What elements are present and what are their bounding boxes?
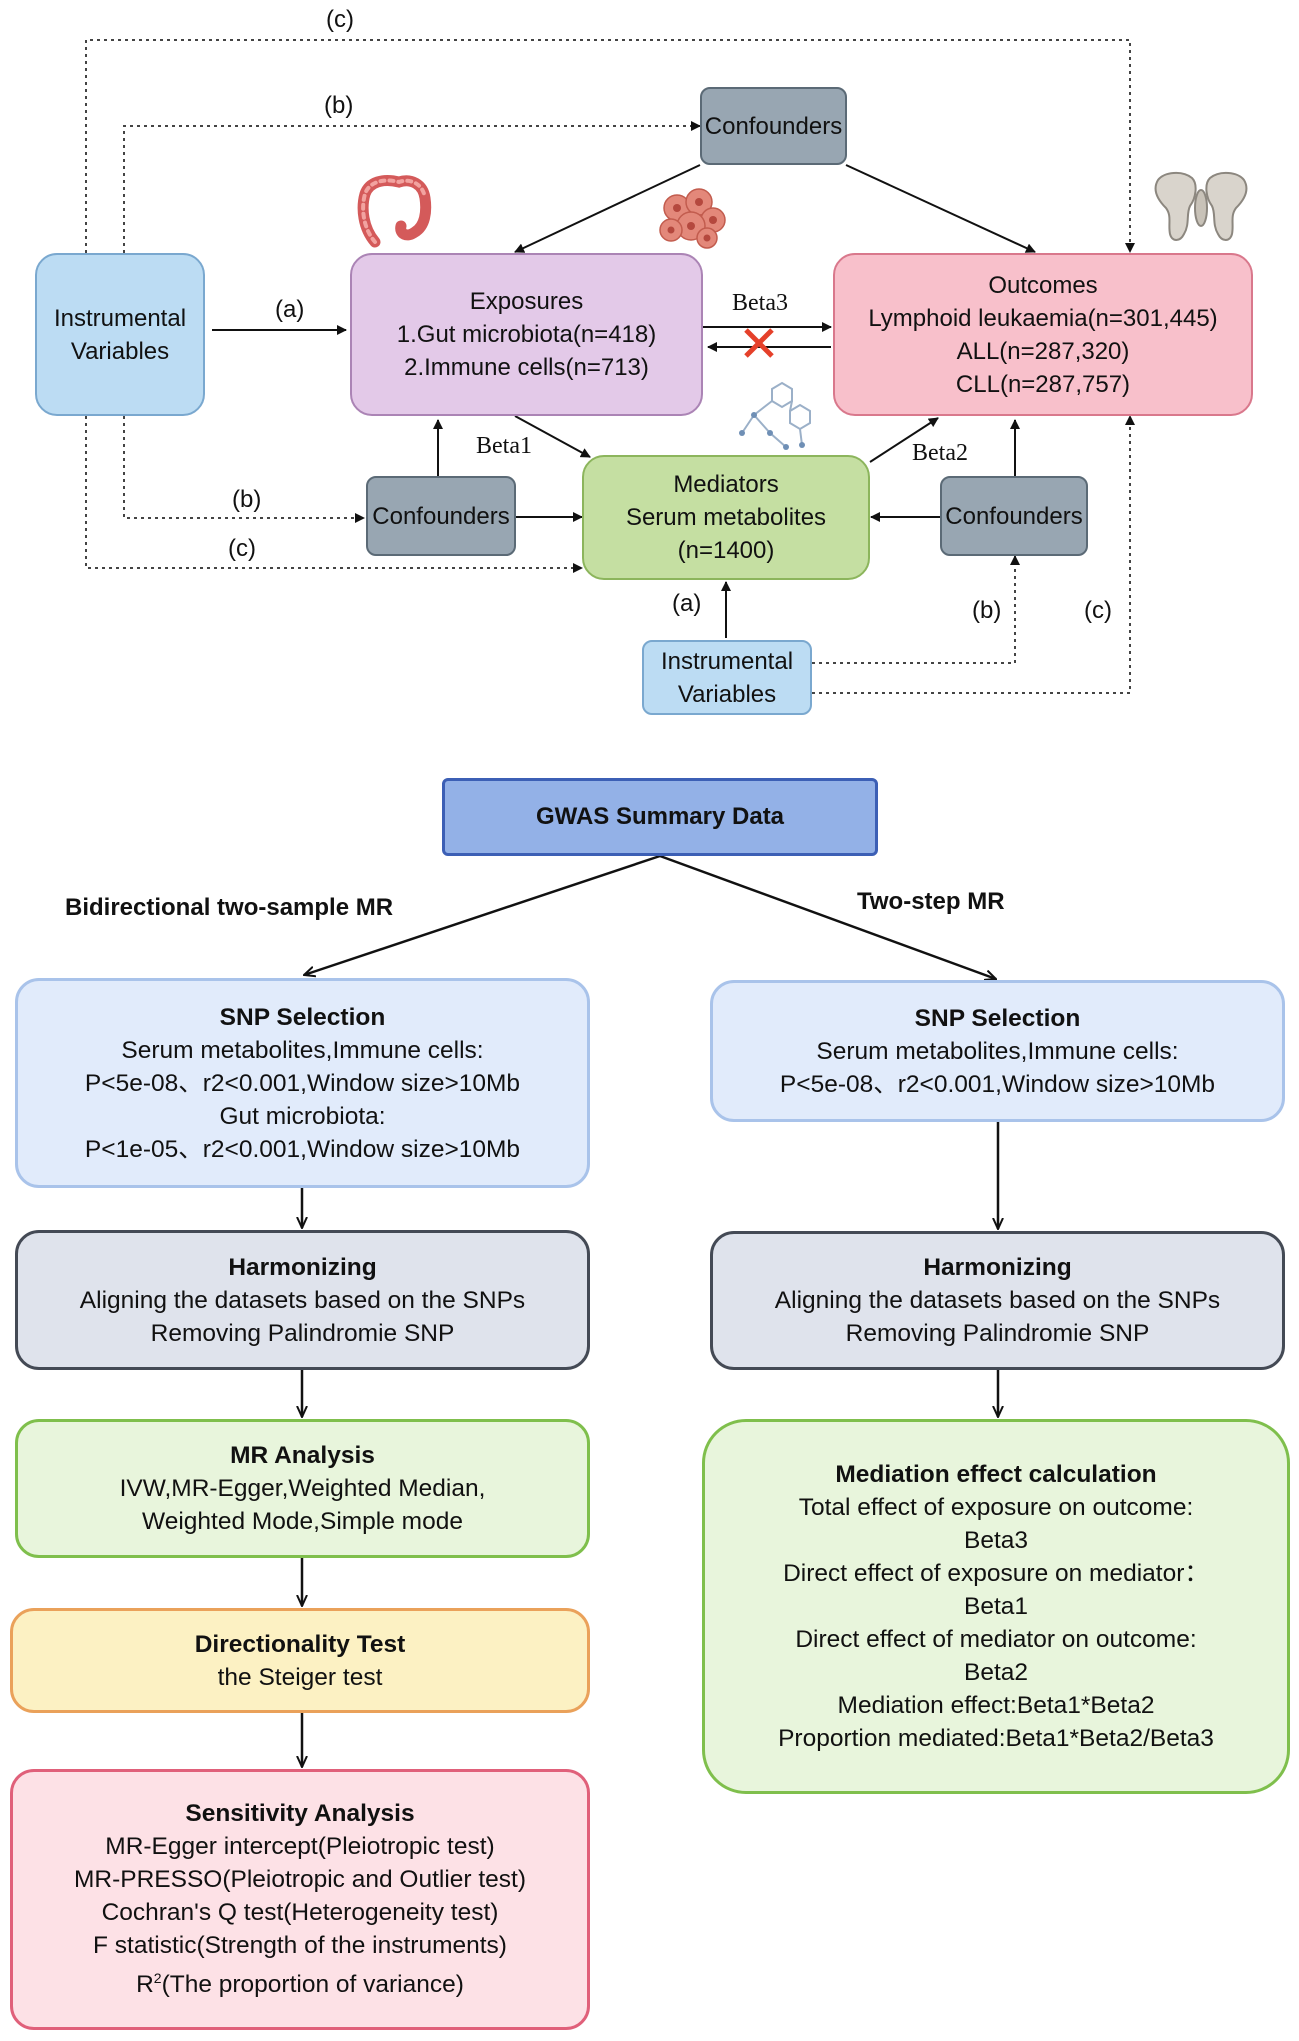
r2-line: R2(The proportion of variance) bbox=[136, 1970, 464, 1999]
right-snp-selection-box: SNP Selection Serum metabolites,Immune c… bbox=[710, 980, 1285, 1122]
cells-icon bbox=[659, 188, 726, 249]
gwas-summary-data-box: GWAS Summary Data bbox=[442, 778, 878, 856]
outcomes-box: Outcomes Lymphoid leukaemia(n=301,445) A… bbox=[833, 253, 1253, 416]
exposures-box: Exposures 1.Gut microbiota(n=418) 2.Immu… bbox=[350, 253, 703, 416]
left-harmonizing-box: Harmonizing Aligning the datasets based … bbox=[15, 1230, 590, 1370]
dotted-paths bbox=[85, 39, 1135, 694]
molecules-icon bbox=[739, 381, 811, 450]
confounders-left: Confounders bbox=[366, 476, 516, 556]
pelvis-bone-icon bbox=[1154, 172, 1248, 241]
directionality-test-box: Directionality Test the Steiger test bbox=[10, 1608, 590, 1713]
path-label-a-bottom: (a) bbox=[672, 590, 702, 617]
beta3-label: Beta3 bbox=[732, 290, 788, 316]
mr-analysis-box: MR Analysis IVW,MR-Egger,Weighted Median… bbox=[15, 1419, 590, 1558]
flow-arrows bbox=[302, 854, 998, 1767]
path-label-c-top: (c) bbox=[326, 6, 354, 33]
path-label-a-left: (a) bbox=[275, 296, 305, 323]
solid-arrows bbox=[212, 164, 1036, 638]
bidirectional-mr-title: Bidirectional two-sample MR bbox=[65, 894, 394, 921]
confounders-right: Confounders bbox=[940, 476, 1088, 556]
right-harmonizing-box: Harmonizing Aligning the datasets based … bbox=[710, 1231, 1285, 1370]
path-label-c-left: (c) bbox=[228, 535, 256, 562]
path-label-b-left: (b) bbox=[232, 486, 262, 513]
left-snp-selection-box: SNP Selection Serum metabolites,Immune c… bbox=[15, 978, 590, 1188]
cross-mark-icon bbox=[744, 328, 774, 358]
beta1-label: Beta1 bbox=[476, 433, 532, 459]
path-label-b-bottom: (b) bbox=[972, 597, 1002, 624]
mediation-effect-box: Mediation effect calculation Total effec… bbox=[702, 1419, 1290, 1794]
instrumental-variables-left: Instrumental Variables bbox=[35, 253, 205, 416]
path-label-c-bottom: (c) bbox=[1084, 597, 1112, 624]
two-step-mr-title: Two-step MR bbox=[857, 888, 1005, 915]
colon-icon bbox=[357, 175, 432, 248]
beta2-label: Beta2 bbox=[912, 440, 968, 466]
path-label-b-top: (b) bbox=[324, 92, 354, 119]
instrumental-variables-bottom: Instrumental Variables bbox=[642, 640, 812, 715]
confounders-top: Confounders bbox=[700, 87, 847, 165]
sensitivity-analysis-box: Sensitivity Analysis MR-Egger intercept(… bbox=[10, 1769, 590, 2030]
mediators-box: Mediators Serum metabolites (n=1400) bbox=[582, 455, 870, 580]
